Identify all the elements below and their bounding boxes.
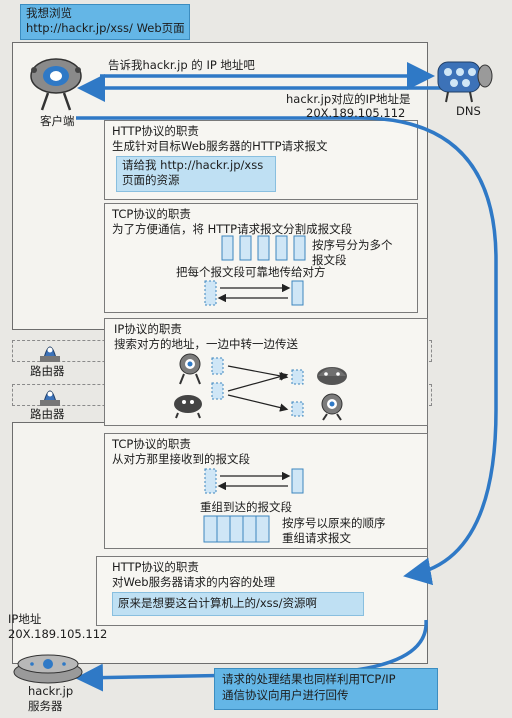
http-server-desc: 对Web服务器请求的内容的处理 [112,575,276,589]
top-callout-line1: 我想浏览 [26,6,72,20]
tcp-reliable-text: 把每个报文段可靠地传给对方 [176,265,326,279]
ip-segment-3 [291,369,304,385]
request-flow-arrow [76,116,498,586]
router-icon [40,346,60,362]
client-segments [221,235,306,261]
tcp-client-title: TCP协议的职责 [112,207,191,221]
turtle-robot-icon [174,395,202,419]
tcp-client-desc: 为了方便通信，将 HTTP请求报文分割成报文段 [112,222,353,236]
tcp-seq-line2: 报文段 [312,253,347,267]
http-request-line2: 页面的资源 [122,173,180,187]
ip-layer [104,318,428,426]
http-request-box [116,156,276,192]
tcp-order-line1: 按序号以原来的顺序 [282,516,386,530]
top-callout [20,4,190,40]
tcp-server-title: TCP协议的职责 [112,437,191,451]
http-client-desc: 生成针对目标Web服务器的HTTP请求报文 [112,139,328,153]
server-role: 服务器 [28,699,63,713]
server-ip-label: IP地址 [8,612,42,626]
server-segment-left [204,468,217,494]
dns-answer-line1: hackr.jp对应的IP地址是 [286,92,411,106]
ip-desc: 搜索对方的地址，一边中转一边传送 [114,337,298,351]
client-segment-left [204,280,217,306]
ip-segment-2 [211,382,224,400]
ip-title: IP协议的职责 [114,322,182,336]
dns-query-text: 告诉我hackr.jp 的 IP 地址吧 [108,58,255,72]
server-ip-value: 20X.189.105.112 [8,627,108,641]
server-name: hackr.jp [28,684,74,698]
http-request-line1: 请给我 http://hackr.jp/xss [122,158,264,172]
robot-icon [321,393,343,421]
tcp-reassemble-text: 重组到达的报文段 [200,500,292,514]
tcp-order-line2: 重组请求报文 [282,531,351,545]
robot-icon [179,353,201,385]
top-callout-line2: http://hackr.jp/xss/ Web页面 [26,21,185,35]
bottom-callout-line1: 请求的处理结果也同样利用TCP/IP [222,672,396,686]
http-client-title: HTTP协议的职责 [112,124,199,138]
client-segment-right [291,280,304,306]
http-server-title: HTTP协议的职责 [112,560,199,574]
router-label-1: 路由器 [30,364,65,378]
bottom-callout-line2: 通信协议向用户进行回传 [222,688,349,702]
tcp-server-desc: 从对方那里接收到的报文段 [112,452,250,466]
ip-segment-4 [291,401,304,417]
turtle-robot-icon [317,367,347,385]
router-label-2: 路由器 [30,407,65,421]
dns-icon [437,61,493,103]
router-icon [40,390,60,406]
http-server-highlight-box [112,592,364,616]
reassembled-segments [203,515,270,543]
tcp-seq-line1: 按序号分为多个 [312,238,393,252]
bottom-callout [214,668,438,710]
http-server-highlight: 原来是想要这台计算机上的/xss/资源啊 [118,596,318,610]
dns-label: DNS [456,104,481,118]
client-robot-icon [30,58,82,111]
ip-segment-1 [211,357,224,375]
client-label: 客户端 [40,114,75,128]
dns-answer-line2: 20X.189.105.112 [306,106,406,120]
server-icon [13,654,83,684]
server-segment-right [291,468,304,494]
